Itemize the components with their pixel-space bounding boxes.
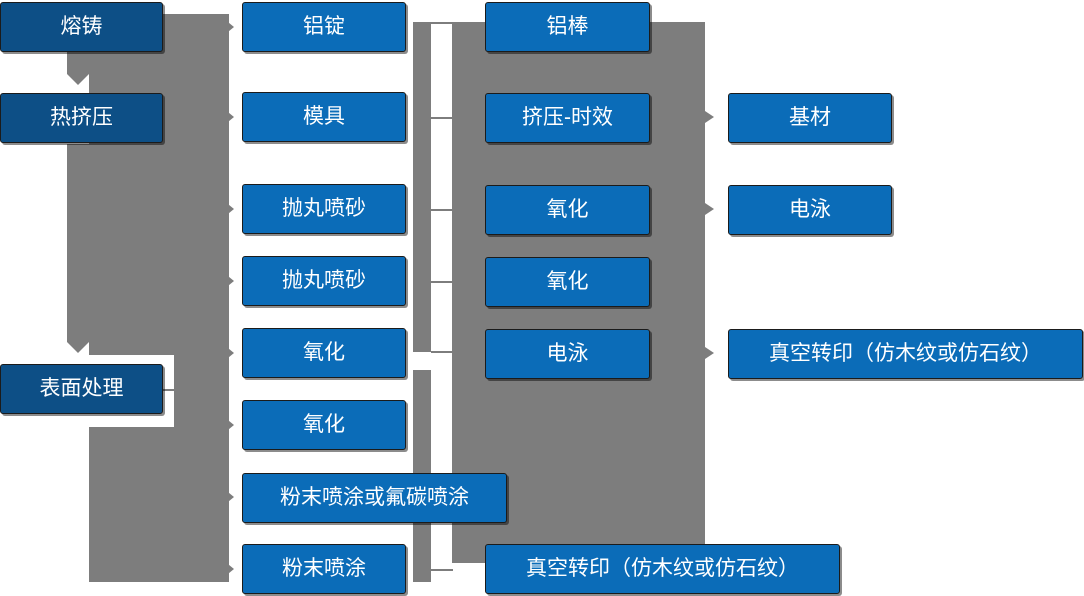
process-node-extrusion-aging[interactable]: 挤压-时效 bbox=[485, 93, 650, 143]
process-node-vacuum-transfer[interactable]: 真空转印（仿木纹或仿石纹） bbox=[485, 544, 840, 594]
process-label-electrophoresis: 电泳 bbox=[546, 342, 589, 366]
tick-process-vacuum-transfer bbox=[431, 569, 453, 571]
stage-label-melt-cast: 熔铸 bbox=[60, 15, 103, 39]
stage-label-hot-extrusion: 热挤压 bbox=[50, 106, 113, 130]
input-label-powder-coating: 粉末喷涂 bbox=[282, 557, 366, 581]
output-node-vacuum-transfer[interactable]: 真空转印（仿木纹或仿石纹） bbox=[728, 329, 1083, 379]
input-node-aluminum-ingot[interactable]: 铝锭 bbox=[242, 2, 406, 52]
input-node-shot-blast-1[interactable]: 抛丸喷砂 bbox=[242, 184, 406, 234]
stage-node-hot-extrusion[interactable]: 热挤压 bbox=[0, 93, 163, 143]
stage-node-melt-cast[interactable]: 熔铸 bbox=[0, 2, 163, 52]
stage-arrow-to-surface-treatment bbox=[67, 342, 89, 353]
process-label-extrusion-aging: 挤压-时效 bbox=[522, 106, 613, 130]
tick-process-electrophoresis bbox=[431, 351, 453, 353]
arrow-to-output-vacuum-transfer bbox=[705, 347, 714, 359]
arrow-to-substrate bbox=[705, 111, 714, 123]
tick-process-oxidation-2 bbox=[431, 281, 453, 283]
stage-spine-bar bbox=[67, 52, 89, 74]
output-label-substrate: 基材 bbox=[789, 106, 831, 130]
process-label-aluminum-bar: 铝棒 bbox=[546, 15, 589, 39]
stage-node-surface-treatment[interactable]: 表面处理 bbox=[0, 364, 163, 414]
output-node-electrophoresis[interactable]: 电泳 bbox=[728, 185, 892, 235]
output-node-substrate[interactable]: 基材 bbox=[728, 93, 892, 143]
process-label-vacuum-transfer: 真空转印（仿木纹或仿石纹） bbox=[526, 557, 799, 581]
tick-aluminum-bar bbox=[431, 22, 453, 24]
process-label-oxidation-1: 氧化 bbox=[546, 198, 589, 222]
stage-label-surface-treatment: 表面处理 bbox=[39, 377, 124, 401]
process-node-aluminum-bar[interactable]: 铝棒 bbox=[485, 2, 650, 52]
output-label-electrophoresis: 电泳 bbox=[789, 198, 831, 222]
process-node-oxidation-2[interactable]: 氧化 bbox=[485, 257, 650, 307]
arrow-to-powder-or-pvdf bbox=[223, 488, 234, 506]
output-label-vacuum-transfer: 真空转印（仿木纹或仿石纹） bbox=[769, 342, 1042, 366]
input-label-oxidation-1: 氧化 bbox=[303, 341, 345, 365]
input-node-oxidation-2[interactable]: 氧化 bbox=[242, 400, 406, 450]
input-label-oxidation-2: 氧化 bbox=[303, 413, 345, 437]
arrow-to-oxidation-1 bbox=[223, 344, 234, 362]
tick-process-oxidation-1 bbox=[431, 209, 453, 211]
tick-extrusion-aging bbox=[431, 117, 453, 119]
arrow-to-output-electrophoresis bbox=[705, 203, 714, 215]
input-collector-bar-upper bbox=[413, 22, 431, 352]
arrow-to-oxidation-2 bbox=[223, 416, 234, 434]
process-node-oxidation-1[interactable]: 氧化 bbox=[485, 185, 650, 235]
arrow-to-powder-coating bbox=[223, 560, 234, 578]
stage-arrow-to-hot-extrusion bbox=[67, 74, 89, 85]
input-node-powder-or-pvdf-coating[interactable]: 粉末喷涂或氟碳喷涂 bbox=[242, 473, 507, 523]
input-node-powder-coating[interactable]: 粉末喷涂 bbox=[242, 544, 406, 594]
input-node-mold[interactable]: 模具 bbox=[242, 92, 406, 142]
arrow-to-shot-blast-1 bbox=[223, 200, 234, 218]
stage-spine-bar-2 bbox=[67, 144, 89, 342]
input-node-shot-blast-2[interactable]: 抛丸喷砂 bbox=[242, 256, 406, 306]
input-label-powder-or-pvdf-coating: 粉末喷涂或氟碳喷涂 bbox=[280, 486, 469, 510]
arrow-to-aluminum-ingot bbox=[223, 18, 234, 36]
input-label-shot-blast-1: 抛丸喷砂 bbox=[282, 197, 366, 221]
input-node-oxidation-1[interactable]: 氧化 bbox=[242, 328, 406, 378]
arrow-to-mold bbox=[223, 108, 234, 126]
input-label-mold: 模具 bbox=[303, 105, 345, 129]
surface-treatment-connector bbox=[163, 389, 175, 391]
input-label-aluminum-ingot: 铝锭 bbox=[303, 15, 345, 39]
arrow-to-shot-blast-2 bbox=[223, 272, 234, 290]
process-node-electrophoresis[interactable]: 电泳 bbox=[485, 329, 650, 379]
process-label-oxidation-2: 氧化 bbox=[546, 270, 589, 294]
input-label-shot-blast-2: 抛丸喷砂 bbox=[282, 269, 366, 293]
